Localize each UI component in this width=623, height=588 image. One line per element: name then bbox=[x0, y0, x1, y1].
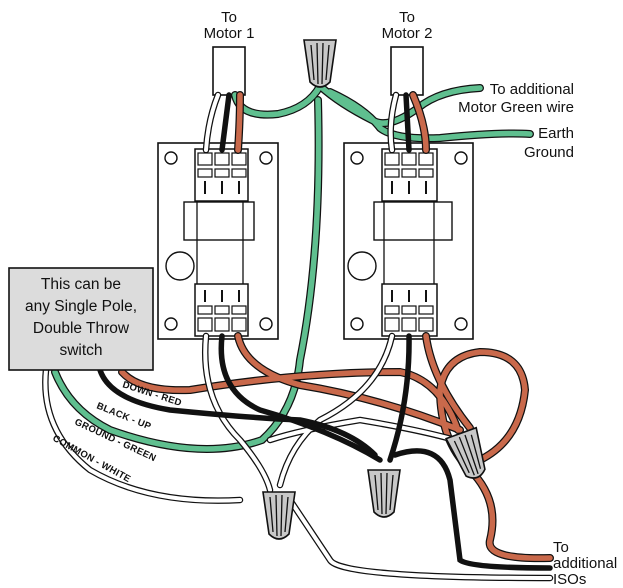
switch-note-line-1: This can be bbox=[41, 276, 121, 293]
red-wires bbox=[118, 91, 554, 563]
motor1-label-line-2: Motor 1 bbox=[204, 25, 255, 42]
switch-note-line-3: Double Throw bbox=[33, 320, 130, 337]
motor-cable-2 bbox=[390, 46, 424, 96]
iso-module-2 bbox=[343, 142, 474, 340]
additional-isos-label-line-1: To bbox=[553, 539, 569, 556]
white-wires bbox=[42, 91, 554, 582]
iso-module-1 bbox=[157, 142, 279, 340]
earth-ground-label-line-2: Ground bbox=[524, 144, 574, 161]
wire-nut-top bbox=[303, 39, 337, 88]
additional-isos-label-line-3: ISOs bbox=[553, 571, 586, 588]
switch-note-line-2: any Single Pole, bbox=[25, 298, 137, 315]
earth-ground-label-line-1: Earth bbox=[538, 125, 574, 142]
additional-green-label-line-1: To additional bbox=[490, 81, 574, 98]
black-wires bbox=[97, 92, 553, 571]
switch-box: This can be any Single Pole, Double Thro… bbox=[8, 267, 154, 371]
motor2-label-line-1: To bbox=[399, 9, 415, 26]
motor2-label-line-2: Motor 2 bbox=[382, 25, 433, 42]
motor1-label-line-1: To bbox=[221, 9, 237, 26]
wire-nut-black bbox=[367, 469, 401, 518]
wire-nut-white bbox=[262, 491, 296, 540]
additional-green-label-line-2: Motor Green wire bbox=[458, 99, 574, 116]
motor-cable-1 bbox=[212, 46, 246, 96]
additional-isos-label-line-2: additional bbox=[553, 555, 617, 572]
switch-note-line-4: switch bbox=[59, 342, 102, 359]
